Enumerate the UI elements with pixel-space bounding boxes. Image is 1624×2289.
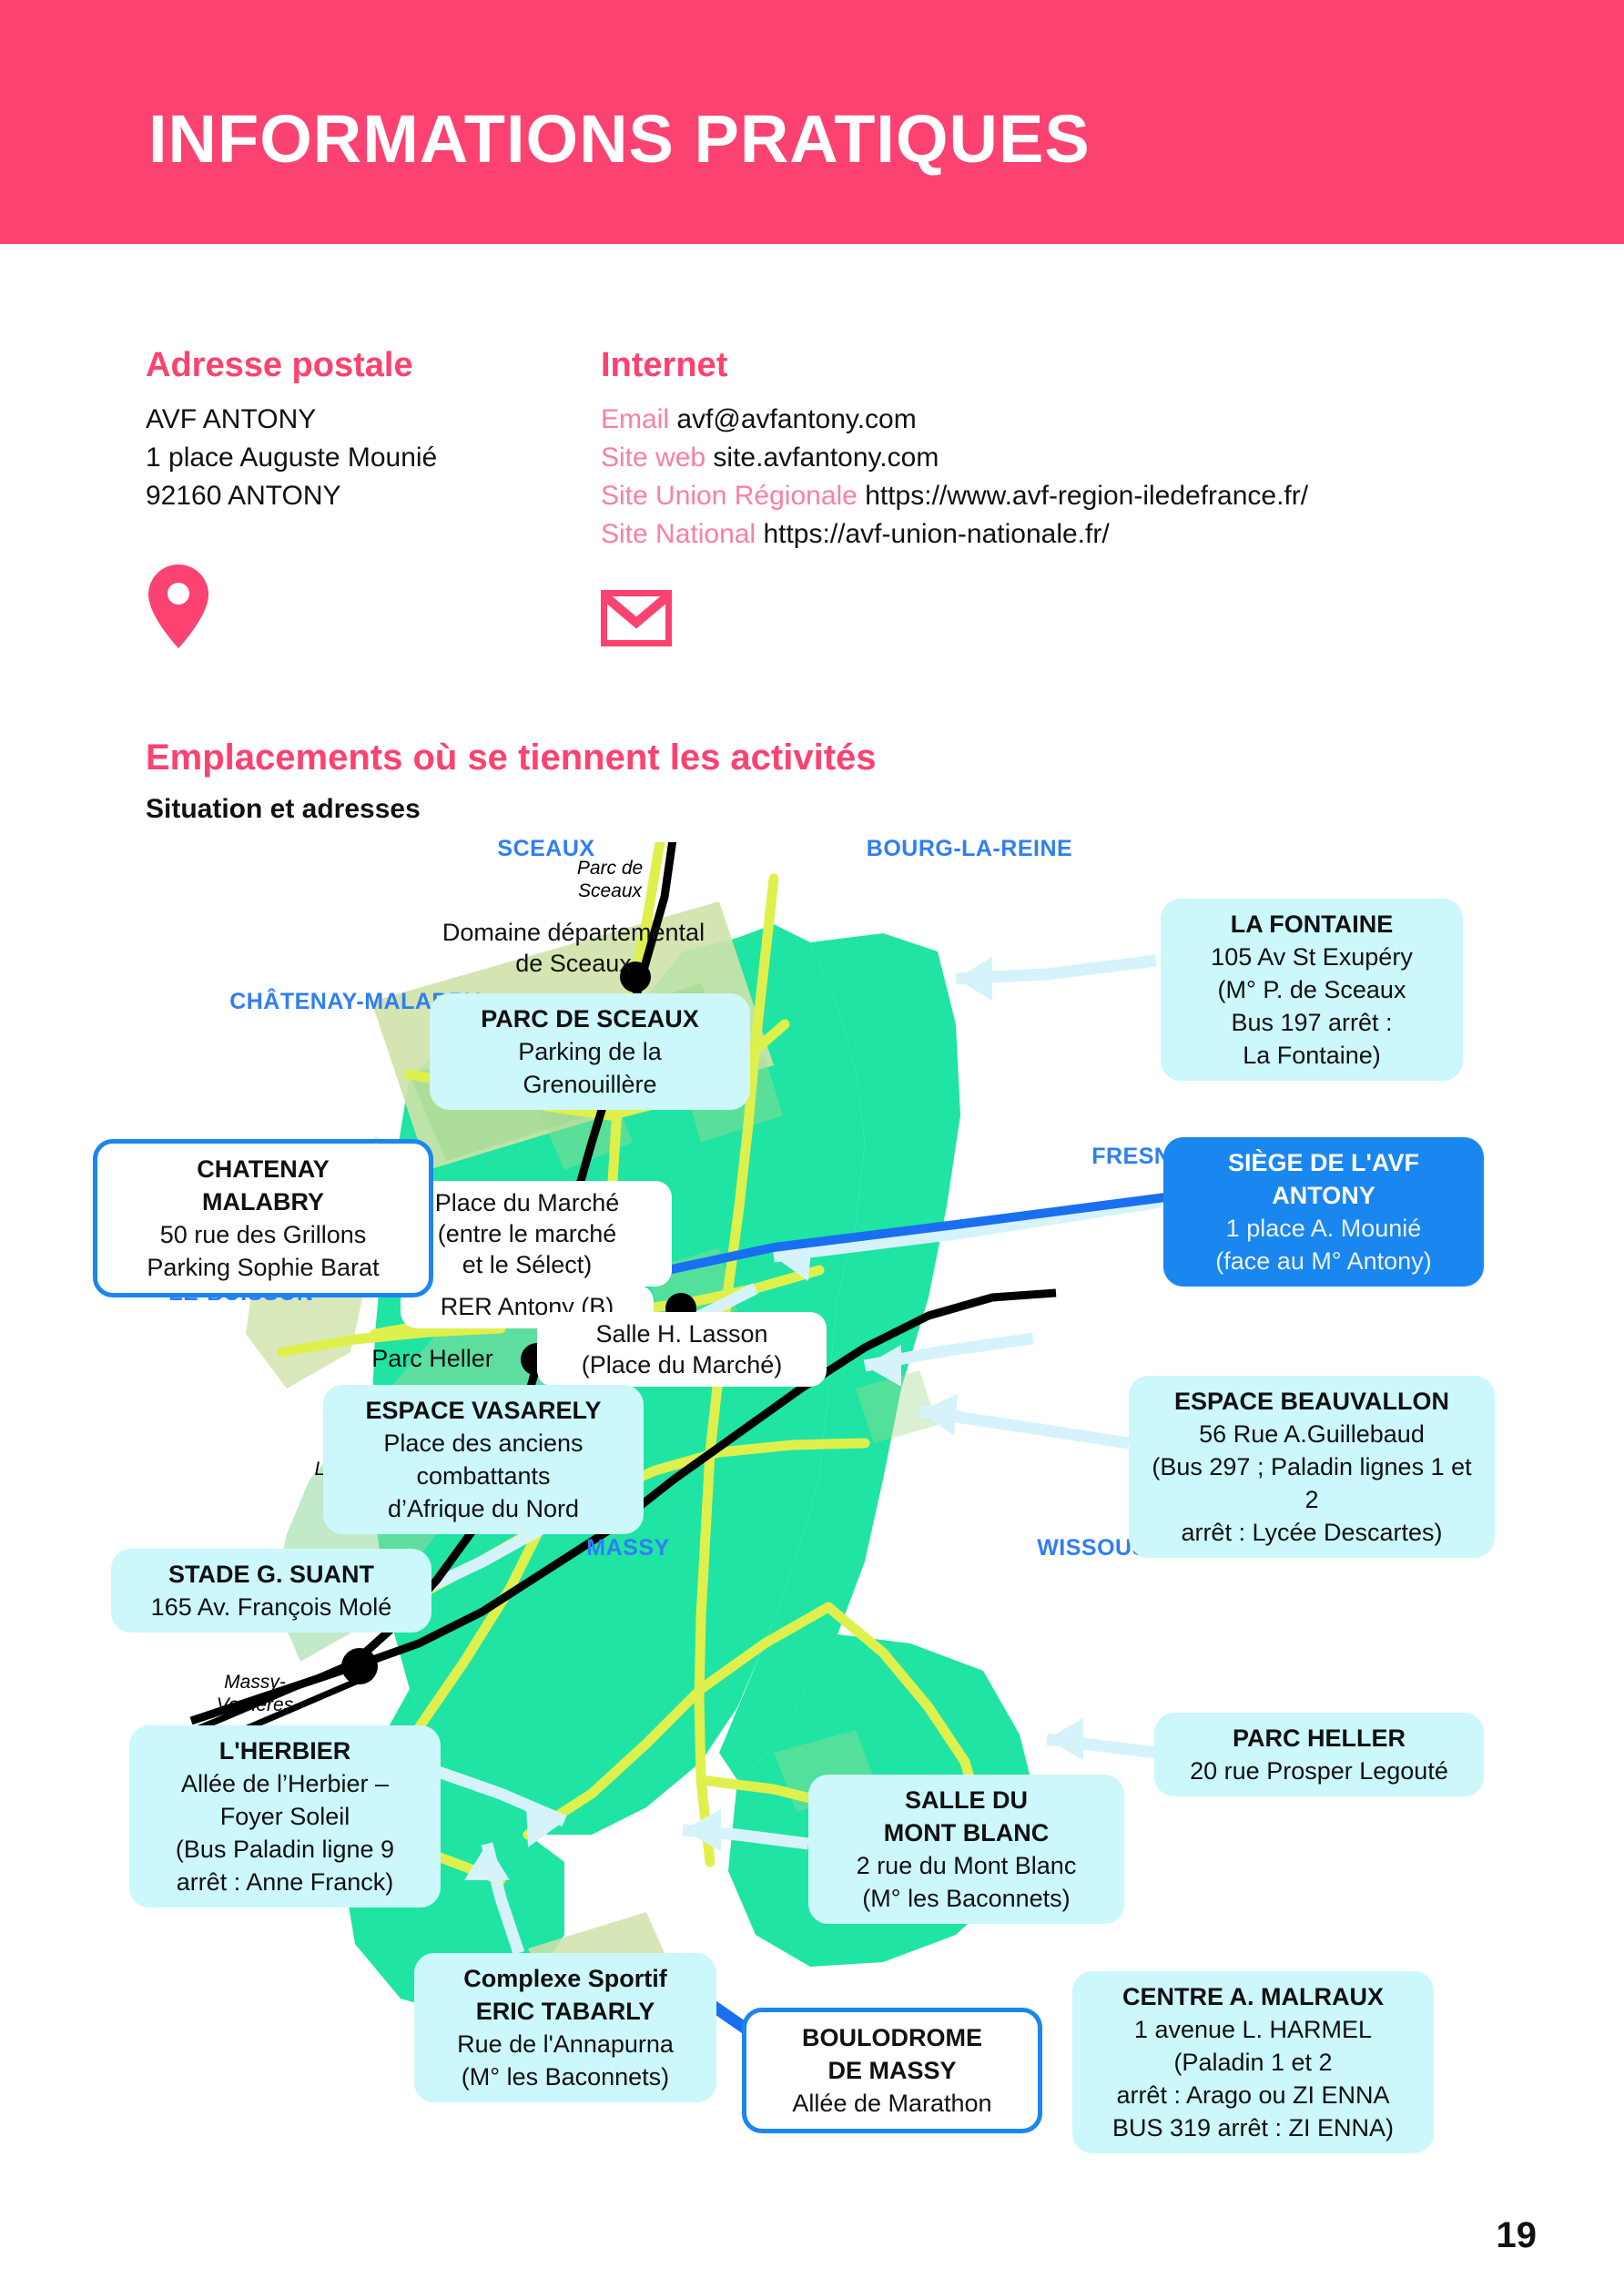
box-line: 165 Av. François Molé (150, 1593, 392, 1621)
box-line: Allée de Marathon (792, 2090, 992, 2117)
callout-line: et le Sélect) (462, 1251, 593, 1278)
box-title: PARC HELLER (1232, 1724, 1406, 1752)
callout-line: (entre le marché (437, 1220, 617, 1247)
box-line: La Fontaine) (1243, 1042, 1381, 1069)
internet-rows: Email avf@avfantony.com Site web site.av… (601, 401, 1308, 554)
box-line: BUS 319 arrêt : ZI ENNA) (1111, 2114, 1395, 2141)
box-line: (M° les Baconnets) (862, 1885, 1071, 1912)
internet-value[interactable]: avf@avfantony.com (676, 404, 917, 434)
internet-value[interactable]: https://avf-union-nationale.fr/ (763, 519, 1110, 549)
box-line: 105 Av St Exupéry (1211, 943, 1413, 971)
box-line: Place des anciens (383, 1429, 584, 1457)
map-town-label-sceaux: SCEAUX (497, 836, 595, 861)
map-area-parc-heller: Parc Heller (371, 1345, 493, 1372)
map-box-espace-beauvallon[interactable]: ESPACE BEAUVALLON 56 Rue A.Guillebaud (B… (1129, 1376, 1495, 1558)
internet-label: Site Union Régionale (601, 481, 858, 511)
box-line: 20 rue Prosper Legouté (1190, 1757, 1448, 1785)
box-line: 2 rue du Mont Blanc (856, 1852, 1077, 1879)
postal-address-heading: Adresse postale (146, 346, 413, 384)
page-number: 19 (1496, 2215, 1538, 2255)
internet-label: Site National (601, 519, 756, 549)
map-town-label-bourg-la-reine: BOURG-LA-REINE (866, 836, 1073, 861)
box-line: arrêt : Lycée Descartes) (1181, 1519, 1443, 1546)
page-title: INFORMATIONS PRATIQUES (148, 101, 1091, 177)
map-box-parc-de-sceaux[interactable]: PARC DE SCEAUX Parking de la Grenouillèr… (430, 993, 750, 1110)
box-line: (face au M° Antony) (1215, 1247, 1432, 1275)
box-title: LA FONTAINE (1230, 911, 1394, 938)
box-title: PARC DE SCEAUX (481, 1005, 699, 1033)
box-title: ESPACE VASARELY (365, 1397, 602, 1424)
box-line: 50 rue des Grillons (159, 1221, 367, 1248)
internet-row-email[interactable]: Email avf@avfantony.com (601, 401, 1308, 439)
box-line: 1 avenue L. HARMEL (1133, 2016, 1373, 2043)
box-title: L'HERBIER (218, 1737, 351, 1765)
map-town-label-massy: MASSY (586, 1535, 670, 1561)
header-banner (0, 0, 1624, 244)
postal-line: AVF ANTONY (146, 404, 317, 434)
emplacements-title: Emplacements où se tiennent les activité… (146, 738, 877, 778)
box-line: Foyer Soleil (219, 1803, 350, 1830)
box-line: 1 place A. Mounié (1225, 1215, 1422, 1242)
internet-label: Email (601, 404, 670, 434)
callout-line: (Place du Marché) (581, 1351, 783, 1378)
box-line: Bus 197 arrêt : (1231, 1009, 1393, 1036)
box-line: Allée de l’Herbier – (180, 1770, 390, 1797)
internet-value[interactable]: site.avfantony.com (713, 443, 939, 473)
box-line: (Bus Paladin ligne 9 (175, 1836, 395, 1863)
box-line: combattants (416, 1462, 551, 1490)
map-box-la-fontaine[interactable]: LA FONTAINE 105 Av St Exupéry (M° P. de … (1161, 899, 1463, 1081)
box-line: Parking de la (518, 1038, 662, 1065)
box-line: Rue de l'Annapurna (457, 2030, 674, 2058)
postal-line: 92160 ANTONY (146, 481, 341, 511)
activity-locations-map: SCEAUX BOURG-LA-REINE CHÂTENAY-MALABRY F… (93, 836, 1520, 2226)
map-box-stade-g-suant[interactable]: STADE G. SUANT 165 Av. François Molé (111, 1549, 431, 1633)
box-line: Parking Sophie Barat (147, 1254, 380, 1281)
map-box-espace-vasarely[interactable]: ESPACE VASARELY Place des anciens combat… (323, 1385, 644, 1534)
location-pin-icon (148, 565, 208, 648)
box-line: arrêt : Anne Franck) (176, 1868, 394, 1896)
map-box-centre-a-malraux[interactable]: CENTRE A. MALRAUX 1 avenue L. HARMEL (Pa… (1072, 1971, 1434, 2153)
map-note-massy-verrieres: Massy-Verrières (216, 1672, 294, 1715)
envelope-icon (601, 590, 672, 646)
box-line: arrêt : Arago ou ZI ENNA (1116, 2081, 1390, 2109)
callout-line: Salle H. Lasson (595, 1320, 768, 1348)
map-box-parc-heller[interactable]: PARC HELLER 20 rue Prosper Legouté (1154, 1713, 1484, 1796)
box-title: CENTRE A. MALRAUX (1122, 1983, 1384, 2010)
postal-address-lines: AVF ANTONY 1 place Auguste Mounié 92160 … (146, 401, 437, 515)
box-line: (M° P. de Sceaux (1217, 976, 1406, 1003)
callout-line: Place du Marché (434, 1189, 620, 1216)
internet-label: Site web (601, 443, 706, 473)
box-title: ESPACE BEAUVALLON (1173, 1388, 1450, 1415)
box-line: d’Afrique du Nord (387, 1495, 580, 1522)
internet-value[interactable]: https://www.avf-region-iledefrance.fr/ (865, 481, 1309, 511)
internet-row-site-web[interactable]: Site web site.avfantony.com (601, 439, 1308, 477)
situation-subtitle: Situation et adresses (146, 794, 421, 824)
box-line: (M° les Baconnets) (461, 2063, 670, 2091)
box-line: (Paladin 1 et 2 (1173, 2049, 1333, 2076)
box-line: 56 Rue A.Guillebaud (1199, 1420, 1425, 1448)
internet-row-site-national[interactable]: Site National https://avf-union-national… (601, 515, 1308, 554)
map-callout-salle-h-lasson: Salle H. Lasson (Place du Marché) (537, 1312, 827, 1387)
internet-row-union-regionale[interactable]: Site Union Régionale https://www.avf-reg… (601, 477, 1308, 515)
box-title: STADE G. SUANT (167, 1561, 374, 1588)
map-box-l-herbier[interactable]: L'HERBIER Allée de l’Herbier – Foyer Sol… (129, 1725, 441, 1908)
box-line: Grenouillère (523, 1071, 657, 1098)
box-line: (Bus 297 ; Paladin lignes 1 et 2 (1152, 1453, 1472, 1513)
postal-line: 1 place Auguste Mounié (146, 443, 438, 473)
internet-heading: Internet (601, 346, 728, 384)
